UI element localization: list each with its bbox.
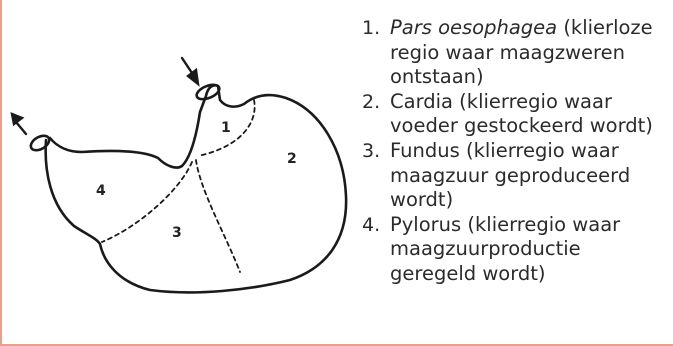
legend-number-2: 2. xyxy=(362,90,380,115)
divider-cardia-fundus xyxy=(196,160,240,272)
legend-item-2: 2. Cardia (klierregio waar voeder gestock… xyxy=(360,90,670,139)
region-label-3: 3 xyxy=(172,225,182,241)
legend-description-4: Pylorus (klierregio waar maagzuurproduct… xyxy=(390,213,620,285)
pylorus-opening xyxy=(28,133,51,153)
legend-number-1: 1. xyxy=(362,16,380,41)
arrow-out-icon xyxy=(12,114,26,134)
region-legend: 1.Pars oesophagea (klierloze regio waar … xyxy=(360,16,670,287)
legend-description-3: Fundus (klierregio waar maagzuur geprodu… xyxy=(390,139,630,211)
stomach-outline xyxy=(46,86,346,292)
region-label-4: 4 xyxy=(96,183,106,199)
arrow-in-icon xyxy=(182,58,198,84)
esophagus-outline xyxy=(50,85,218,167)
legend-item-3: 3. Fundus (klierregio waar maagzuur gepro… xyxy=(360,139,670,213)
legend-item-4: 4. Pylorus (klierregio waar maagzuurprodu… xyxy=(360,213,670,287)
region-label-2: 2 xyxy=(287,151,297,167)
legend-number-4: 4. xyxy=(362,213,380,238)
legend-number-3: 3. xyxy=(362,139,380,164)
legend-description-2: Cardia (klierregio waar voeder gestockee… xyxy=(390,90,653,138)
region-label-1: 1 xyxy=(221,120,231,136)
stomach-diagram: 1 2 3 4 xyxy=(0,0,350,346)
legend-item-1: 1.Pars oesophagea (klierloze regio waar … xyxy=(360,16,670,90)
legend-term-1: Pars oesophagea xyxy=(390,16,557,39)
